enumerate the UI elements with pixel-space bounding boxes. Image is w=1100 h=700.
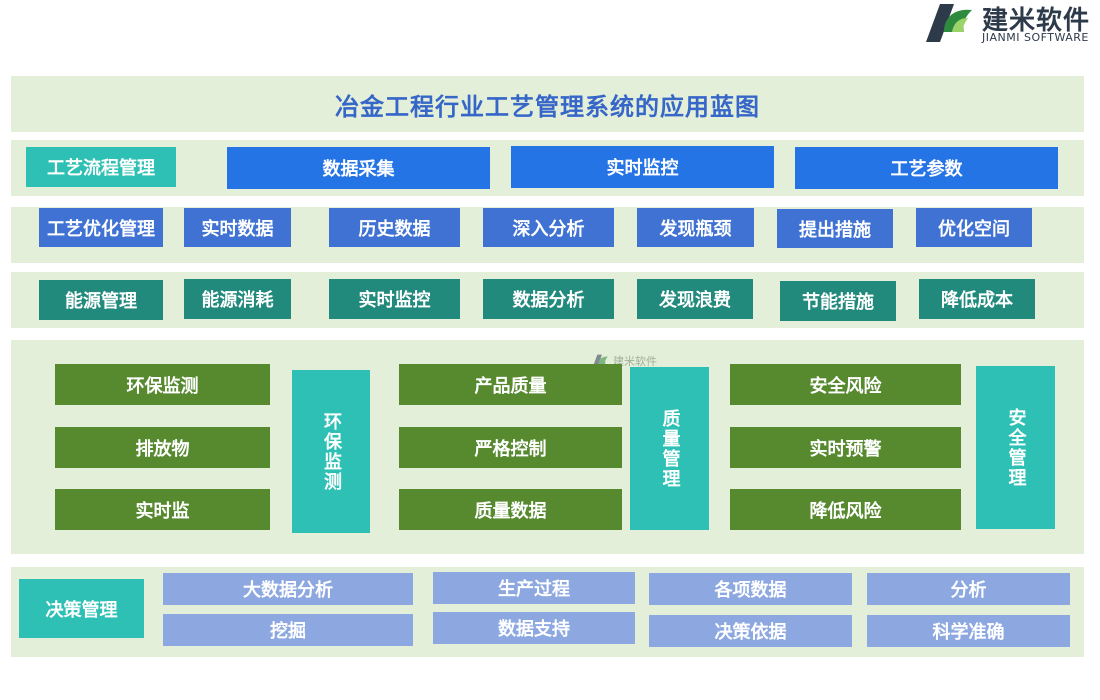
decision-label: 决策管理 bbox=[19, 579, 144, 638]
quality-item: 严格控制 bbox=[399, 427, 622, 468]
watermark-text: 建米软件 bbox=[613, 355, 657, 368]
optimization-item: 发现瓶颈 bbox=[637, 208, 754, 247]
optimization-item: 提出措施 bbox=[777, 209, 893, 248]
quality-label: 质量管理 bbox=[630, 367, 709, 530]
safety-label: 安全管理 bbox=[976, 366, 1055, 529]
process-label: 工艺流程管理 bbox=[26, 147, 176, 187]
safety-item: 降低风险 bbox=[730, 489, 961, 530]
decision-item: 挖掘 bbox=[163, 614, 413, 646]
decision-item: 决策依据 bbox=[649, 615, 852, 647]
page-title: 冶金工程行业工艺管理系统的应用蓝图 bbox=[11, 76, 1084, 132]
energy-item: 数据分析 bbox=[483, 279, 614, 319]
decision-item: 生产过程 bbox=[433, 572, 635, 604]
decision-item: 数据支持 bbox=[433, 612, 635, 644]
env-item: 环保监测 bbox=[55, 364, 270, 405]
safety-item: 安全风险 bbox=[730, 364, 961, 405]
optimization-item: 历史数据 bbox=[329, 208, 460, 247]
logo-name: 建米软件 bbox=[982, 6, 1091, 36]
quality-item: 质量数据 bbox=[399, 489, 622, 530]
env-item: 实时监 bbox=[55, 489, 270, 530]
process-item: 实时监控 bbox=[511, 146, 774, 188]
brand-logo: 建米软件 JIANMI SOFTWARE bbox=[926, 0, 1100, 46]
optimization-item: 实时数据 bbox=[184, 208, 291, 247]
energy-item: 实时监控 bbox=[329, 279, 460, 319]
energy-item: 发现浪费 bbox=[637, 279, 753, 319]
env-label-text: 环保监测 bbox=[321, 411, 342, 492]
watermark: 建米软件 bbox=[592, 353, 657, 369]
env-label: 环保监测 bbox=[292, 370, 370, 533]
quality-item: 产品质量 bbox=[399, 364, 622, 405]
process-item: 工艺参数 bbox=[795, 147, 1058, 189]
energy-label: 能源管理 bbox=[39, 280, 163, 320]
decision-item: 各项数据 bbox=[649, 573, 852, 605]
energy-item: 能源消耗 bbox=[184, 279, 291, 319]
optimization-label: 工艺优化管理 bbox=[39, 208, 163, 247]
energy-item: 降低成本 bbox=[919, 279, 1035, 319]
decision-item: 大数据分析 bbox=[163, 573, 413, 605]
decision-item: 分析 bbox=[867, 573, 1070, 605]
energy-item: 节能措施 bbox=[780, 281, 896, 321]
quality-label-text: 质量管理 bbox=[659, 408, 681, 489]
optimization-item: 深入分析 bbox=[483, 208, 614, 247]
process-item: 数据采集 bbox=[227, 147, 490, 189]
safety-item: 实时预警 bbox=[730, 427, 961, 468]
decision-item: 科学准确 bbox=[867, 615, 1070, 647]
safety-label-text: 安全管理 bbox=[1005, 407, 1027, 488]
optimization-item: 优化空间 bbox=[916, 208, 1032, 247]
env-item: 排放物 bbox=[55, 427, 270, 468]
logo-mark-icon bbox=[926, 4, 972, 42]
logo-subtitle: JIANMI SOFTWARE bbox=[982, 31, 1089, 44]
